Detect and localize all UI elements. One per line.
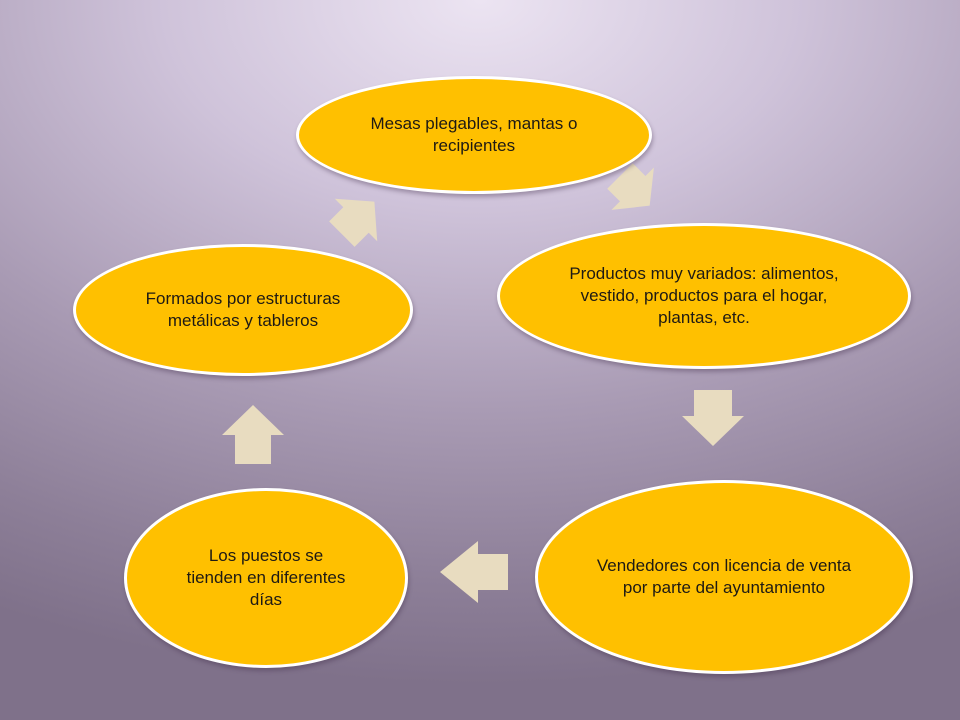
node-productos-label: Productos muy variados: alimentos, vesti… xyxy=(569,264,839,327)
node-puestos: Los puestos se tienden en diferentes día… xyxy=(124,488,408,668)
arrow-puestos-to-formados xyxy=(222,405,284,464)
node-mesas: Mesas plegables, mantas o recipientes xyxy=(296,76,652,194)
node-vendedores-label: Vendedores con licencia de venta por par… xyxy=(596,556,852,597)
arrow-formados-to-mesas xyxy=(329,198,378,247)
arrow-vendedores-to-puestos xyxy=(440,541,508,603)
node-formados-label: Formados por estructuras metálicas y tab… xyxy=(145,289,341,330)
node-productos: Productos muy variados: alimentos, vesti… xyxy=(497,223,911,369)
arrow-mesas-to-productos xyxy=(607,163,654,210)
arrow-productos-to-vendedores xyxy=(682,390,744,446)
node-mesas-label: Mesas plegables, mantas o recipientes xyxy=(370,114,578,155)
node-puestos-label: Los puestos se tienden en diferentes día… xyxy=(186,546,346,609)
node-vendedores: Vendedores con licencia de venta por par… xyxy=(535,480,913,674)
node-formados: Formados por estructuras metálicas y tab… xyxy=(73,244,413,376)
